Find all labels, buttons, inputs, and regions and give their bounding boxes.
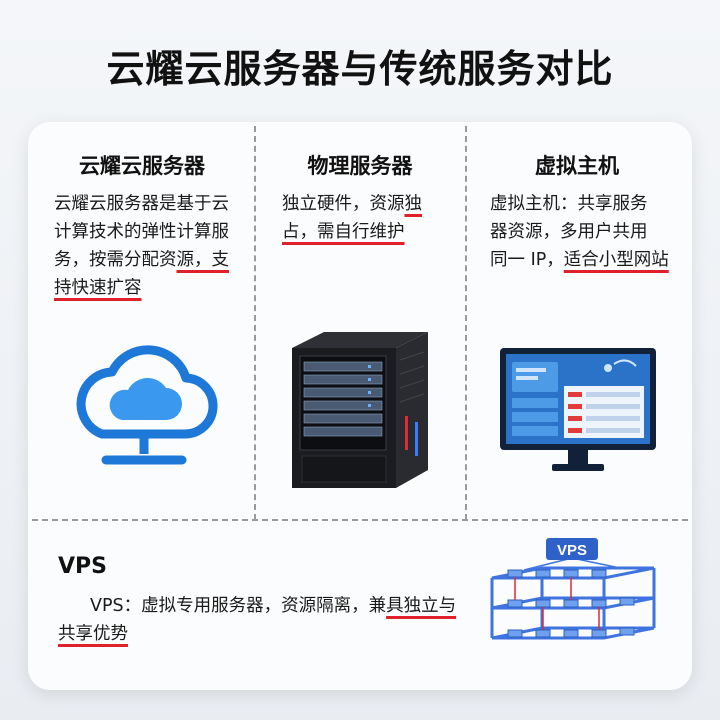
virtual-host-description: 虚拟主机：共享服务 器资源，多用户共用 同一 IP，适合小型网站 <box>490 194 669 270</box>
physical-server-heading: 物理服务器 <box>307 154 413 178</box>
row-divider <box>32 519 688 521</box>
column-divider <box>465 126 467 520</box>
physical-server-description: 独立硬件，资源独占，需自行维护 <box>282 194 422 242</box>
cloud-server-heading: 云耀云服务器 <box>79 154 205 178</box>
page-title: 云耀云服务器与传统服务对比 <box>106 47 614 91</box>
column-divider <box>254 126 256 520</box>
vps-network-icon: VPS <box>490 538 656 640</box>
server-tower-icon <box>292 332 428 488</box>
vps-heading: VPS <box>58 554 107 579</box>
vps-description: VPS：虚拟专用服务器，资源隔离，兼具独立与共享优势 <box>58 596 457 644</box>
vps-badge: VPS <box>557 542 587 559</box>
cloud-server-description: 云耀云服务器是基于云计算技术的弹性计算服务，按需分配资源，支持快速扩容 <box>54 194 229 298</box>
cloud-monitor-icon <box>76 345 218 465</box>
virtual-host-heading: 虚拟主机 <box>535 154 619 178</box>
dashboard-monitor-icon <box>500 348 656 471</box>
